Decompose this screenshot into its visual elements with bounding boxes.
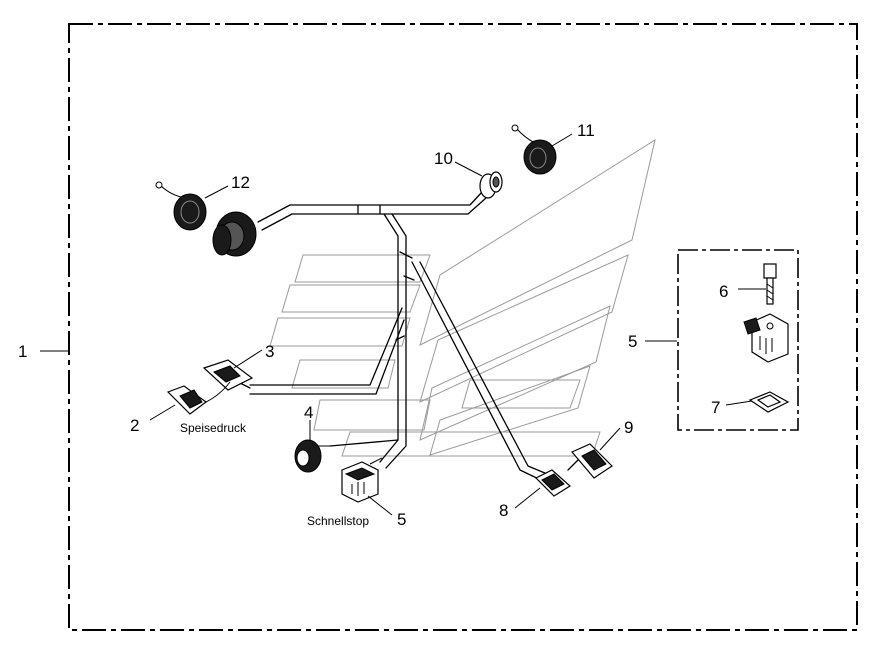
connector-10 bbox=[479, 171, 503, 199]
connector-9 bbox=[571, 443, 613, 479]
callout-10: 10 bbox=[434, 149, 453, 168]
connector-4 bbox=[294, 439, 330, 473]
callout-7: 7 bbox=[711, 398, 720, 417]
callout-4: 4 bbox=[304, 403, 313, 422]
connector-12 bbox=[155, 181, 257, 257]
harness-kit-border bbox=[68, 23, 858, 631]
caption-speisedruck: Speisedruck bbox=[180, 421, 247, 435]
connector-11 bbox=[511, 124, 557, 175]
harness-wires bbox=[233, 191, 581, 483]
callout-5-main: 5 bbox=[397, 510, 406, 529]
callout-3: 3 bbox=[265, 342, 274, 361]
callout-11: 11 bbox=[577, 121, 595, 140]
callout-12: 12 bbox=[231, 173, 250, 192]
callout-8: 8 bbox=[499, 501, 508, 520]
leader-lines bbox=[40, 133, 766, 516]
callout-6: 6 bbox=[719, 282, 728, 301]
callout-5-inset: 5 bbox=[628, 332, 637, 351]
callout-1: 1 bbox=[18, 342, 27, 361]
connector-8 bbox=[534, 469, 571, 497]
solenoid-5 bbox=[341, 457, 383, 503]
gasket-7 bbox=[748, 391, 790, 413]
solenoid-5-inset bbox=[743, 313, 789, 363]
inset-detail-border bbox=[677, 249, 799, 431]
plug-3 bbox=[202, 359, 254, 391]
screw-6 bbox=[763, 263, 777, 305]
callout-9: 9 bbox=[624, 418, 633, 437]
watermark-logo bbox=[269, 138, 656, 457]
callout-2: 2 bbox=[130, 416, 139, 435]
caption-schnellstop: Schnellstop bbox=[307, 514, 369, 528]
plug-2 bbox=[166, 381, 231, 415]
